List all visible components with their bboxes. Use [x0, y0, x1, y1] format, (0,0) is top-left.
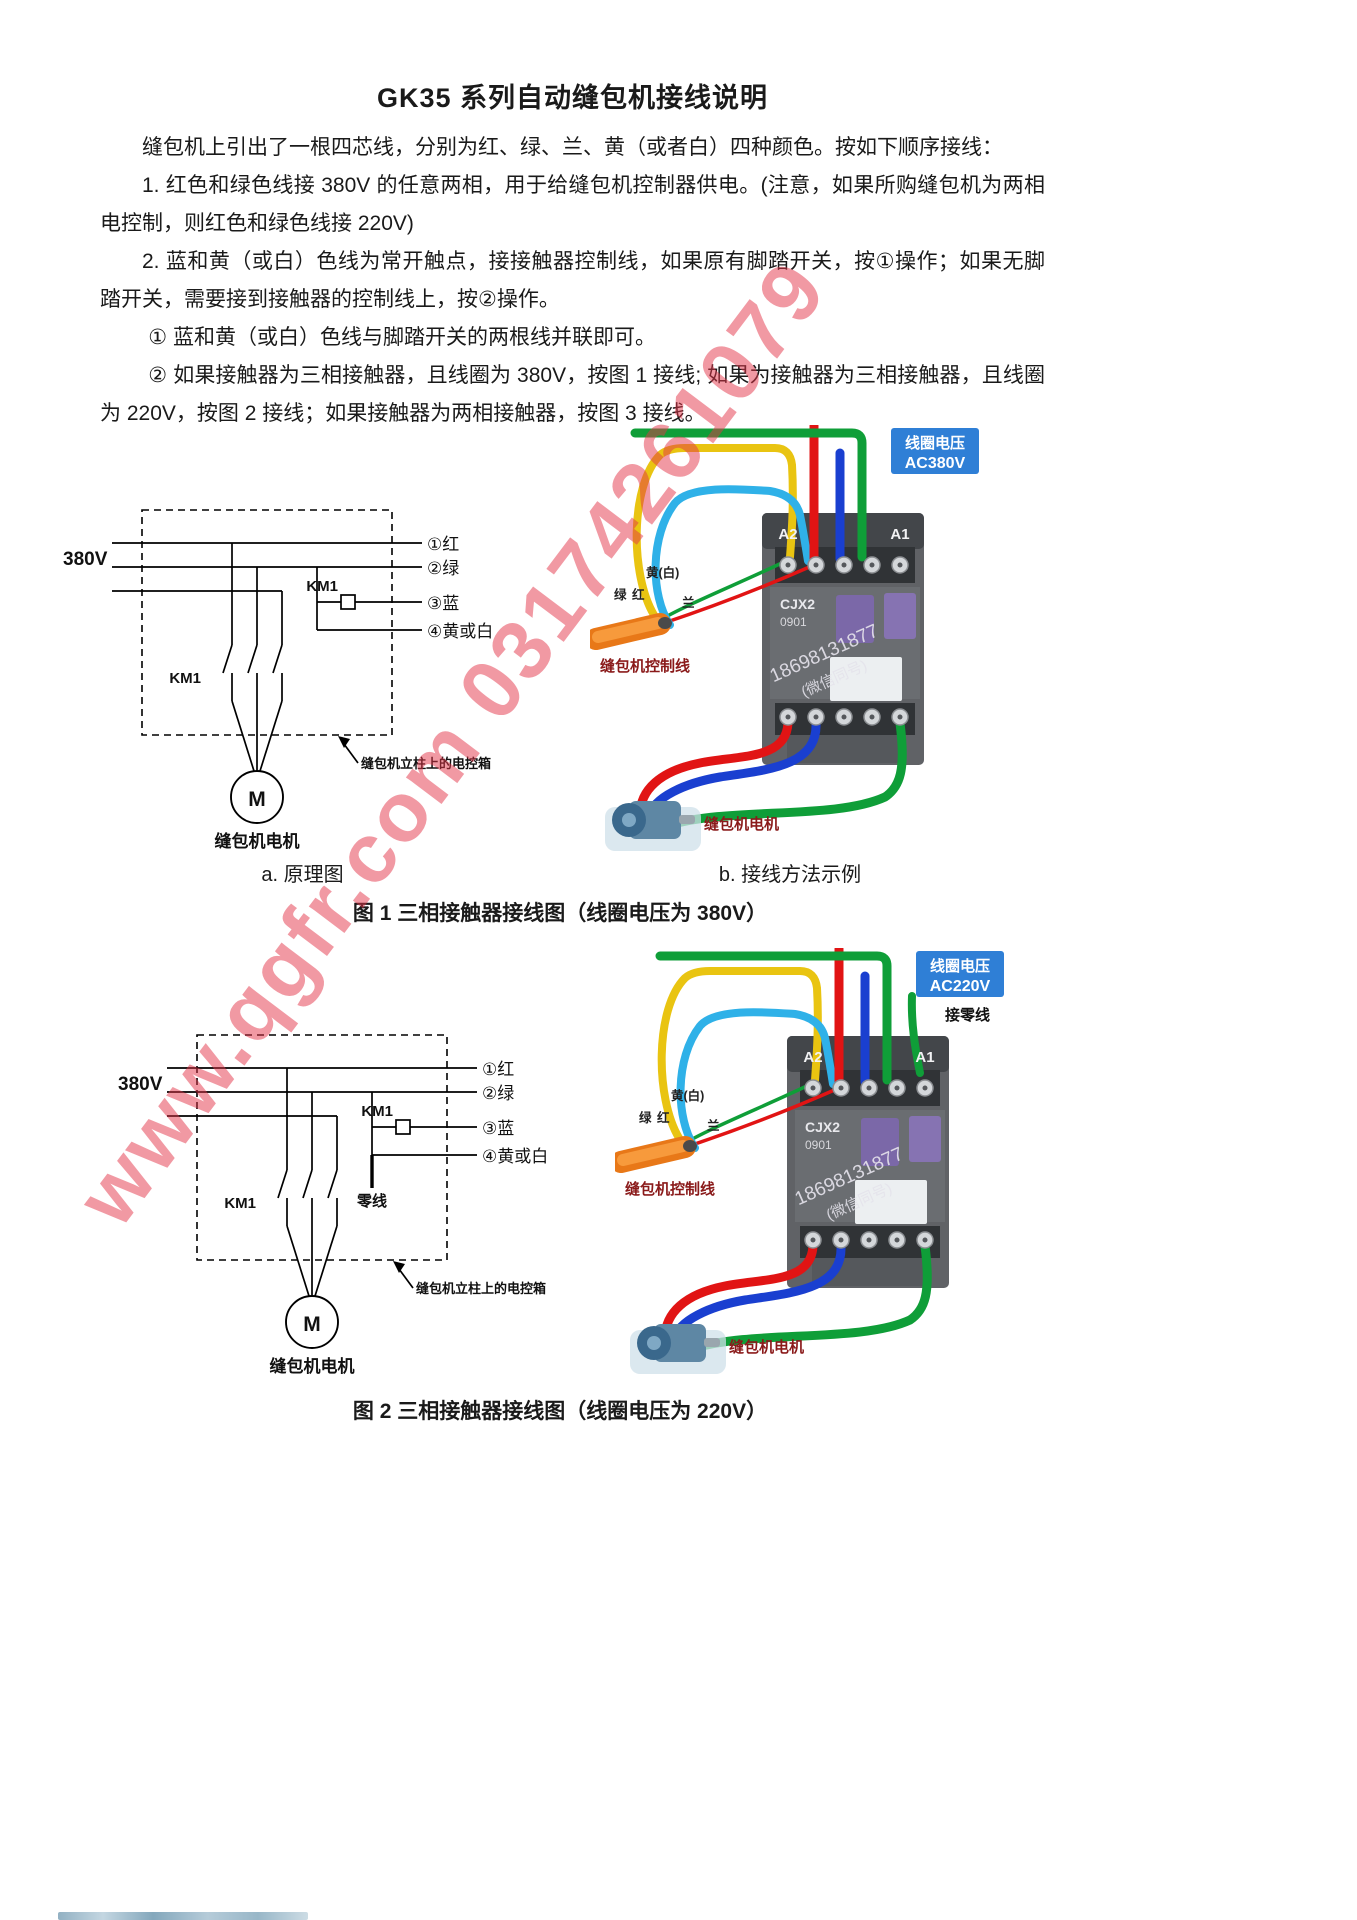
km1-coil: [340, 594, 356, 610]
caption-principle: a. 原理图: [261, 864, 344, 886]
control-cable: [590, 613, 672, 650]
device-model: CJX2: [805, 1119, 840, 1135]
cable-label-red: 红: [632, 587, 645, 602]
photo-motor-label: 缝包机电机: [704, 815, 779, 833]
neutral-connection-wire: [907, 992, 924, 1077]
fig2-wiring-photo: CJX2 0901 18698131877 (微信同号): [615, 948, 1004, 1374]
caption-example: b. 接线方法示例: [718, 864, 862, 886]
wire-label-red: ①红: [482, 1060, 514, 1079]
control-cable: [615, 1136, 697, 1173]
device-model-2: 0901: [780, 615, 807, 629]
neutral-wire-label: 零线: [356, 1192, 387, 1210]
wire-label-red: ①红: [427, 535, 459, 554]
svg-text:AC380V: AC380V: [905, 455, 966, 472]
control-cable-label: 缝包机控制线: [625, 1180, 715, 1198]
wire-label-green: ②绿: [427, 559, 459, 578]
para-step2: 2. 蓝和黄（或白）色线为常开触点，接接触器控制线，如果原有脚踏开关，按①操作；…: [100, 250, 1045, 311]
wire-label-green: ②绿: [482, 1084, 514, 1103]
neutral-note-label: 接零线: [945, 1006, 990, 1024]
device-model: CJX2: [780, 596, 815, 612]
motor-caption: 缝包机电机: [215, 831, 300, 851]
cable-label-yellow: 黄(白): [671, 1088, 704, 1103]
wire-label-yellow: ④黄或白: [482, 1147, 548, 1166]
terminal-label-a1: A1: [915, 1049, 934, 1066]
motor-symbol: [230, 770, 284, 824]
cable-label-blue: 兰: [682, 595, 695, 610]
svg-text:线圈电压: 线圈电压: [905, 434, 965, 452]
annotation-arrow: [338, 736, 350, 748]
terminal-label-a1: A1: [890, 526, 909, 543]
motor-symbol: [285, 1295, 339, 1349]
voltage-badge: 线圈电压 AC220V: [916, 951, 1004, 997]
motor-caption: 缝包机电机: [270, 1356, 355, 1376]
svg-text:AC220V: AC220V: [930, 978, 991, 995]
terminal-screws: [779, 556, 909, 726]
terminal-screws: [804, 1079, 934, 1249]
km1-coil: [395, 1119, 411, 1135]
fig1-circuit-diagram: 380V KM1 KM1 ①红 ②绿 ③蓝 ④黄或白 M 缝包机电机 缝包机立柱…: [63, 509, 493, 851]
wire-label-yellow: ④黄或白: [427, 622, 493, 641]
terminal-label-a2: A2: [778, 526, 797, 543]
motor-letter: M: [303, 1313, 321, 1336]
para-step1: 1. 红色和绿色线接 380V 的任意两相，用于给缝包机控制器供电。(注意，如果…: [100, 174, 1045, 235]
para-intro: 缝包机上引出了一根四芯线，分别为红、绿、兰、黄（或者白）四种颜色。按如下顺序接线…: [142, 136, 1003, 159]
control-box-outline: [196, 1034, 448, 1261]
control-box-outline: [141, 509, 393, 736]
control-box-annotation: 缝包机立柱上的电控箱: [416, 1281, 546, 1296]
next-page-image-sliver: [58, 1912, 308, 1920]
control-cable-label: 缝包机控制线: [600, 657, 690, 675]
km1-coil-label: KM1: [306, 578, 338, 595]
fig2-circuit-diagram: 380V KM1 KM1 零线 ①红 ②绿 ③蓝 ④黄或白 M 缝包机电机 缝包: [118, 1034, 548, 1376]
voltage-badge: 线圈电压 AC380V: [891, 428, 979, 474]
wire-label-blue: ③蓝: [482, 1119, 514, 1138]
cable-label-red: 红: [657, 1110, 670, 1125]
supply-voltage-label: 380V: [118, 1074, 163, 1095]
motor: [630, 1324, 726, 1374]
motor-letter: M: [248, 788, 266, 811]
cable-label-green: 绿: [639, 1110, 652, 1125]
para-note2: ② 如果接触器为三相接触器，且线圈为 380V，按图 1 接线; 如果为接触器为…: [100, 364, 1045, 425]
fig1-wiring-photo: CJX2 0901 18698131877 (微信同号): [590, 425, 979, 851]
svg-text:线圈电压: 线圈电压: [930, 957, 990, 975]
km1-coil-label: KM1: [361, 1103, 393, 1120]
km1-contacts-label: KM1: [169, 670, 201, 687]
wires: [630, 425, 907, 830]
wires: [655, 948, 932, 1353]
annotation-arrow: [393, 1261, 405, 1273]
terminal-label-a2: A2: [803, 1049, 822, 1066]
control-box-annotation: 缝包机立柱上的电控箱: [361, 756, 491, 771]
wire-label-blue: ③蓝: [427, 594, 459, 613]
cable-label-blue: 兰: [707, 1118, 720, 1133]
km1-contacts-label: KM1: [224, 1195, 256, 1212]
supply-voltage-label: 380V: [63, 549, 108, 570]
fig2-caption: 图 2 三相接触器接线图（线圈电压为 220V）: [352, 1400, 768, 1423]
fig1-caption: 图 1 三相接触器接线图（线圈电压为 380V）: [352, 902, 768, 925]
device-model-2: 0901: [805, 1138, 832, 1152]
page-title: GK35 系列自动缝包机接线说明: [376, 83, 769, 113]
cable-label-green: 绿: [614, 587, 627, 602]
cable-label-yellow: 黄(白): [646, 565, 679, 580]
para-note1: ① 蓝和黄（或白）色线与脚踏开关的两根线并联即可。: [148, 326, 656, 349]
photo-motor-label: 缝包机电机: [729, 1338, 804, 1356]
motor: [605, 801, 701, 851]
content-area: GK35 系列自动缝包机接线说明 缝包机上引出了一根四芯线，分别为红、绿、兰、黄…: [100, 76, 1045, 433]
